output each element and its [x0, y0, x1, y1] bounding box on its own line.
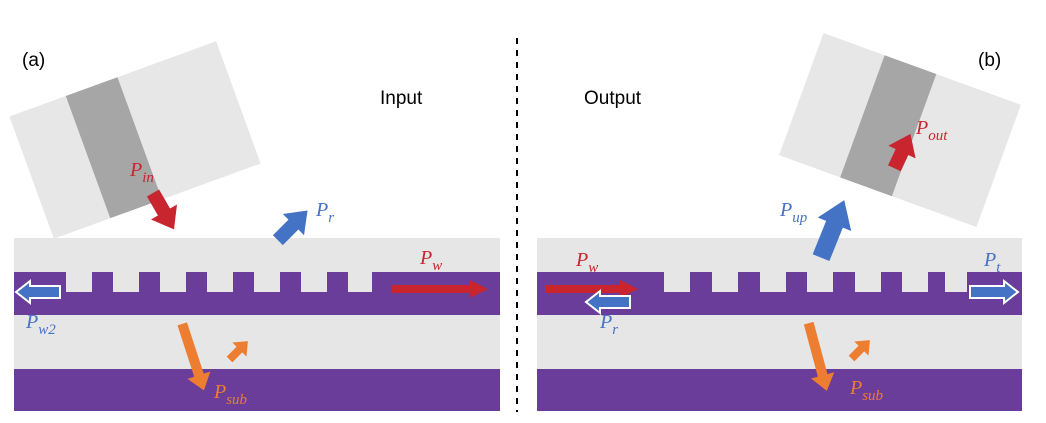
substrate-a — [14, 369, 500, 411]
fiber-core-a — [65, 77, 162, 219]
label-p-out: Pout — [915, 117, 948, 144]
panel-a-title: Input — [380, 88, 423, 109]
upper-cladding-a — [14, 238, 500, 274]
p-t-arrow — [969, 278, 1020, 306]
substrate-b — [537, 369, 1022, 411]
input-fiber — [9, 41, 261, 239]
p-out-arrow — [888, 133, 916, 172]
label-p-sub-b: Psub — [849, 377, 884, 404]
buried-oxide-b — [537, 315, 1022, 369]
label-p-t: Pt — [983, 249, 1001, 276]
label-p-w-b: Pw — [575, 249, 598, 276]
p-in-arrow — [146, 189, 177, 230]
panel-b-tag: (b) — [978, 50, 1001, 71]
waveguide-core-a — [14, 292, 500, 315]
upper-cladding-b — [537, 238, 1022, 274]
label-p-r-a: Pr — [315, 199, 334, 226]
p-sub-arrow-down-a — [177, 322, 211, 391]
p-sub-arrow-down-b — [803, 321, 835, 391]
p-w-arrow-b — [545, 280, 638, 298]
fiber-core-b — [840, 55, 937, 197]
panel-a — [9, 41, 500, 411]
p-sub-arrow-up-a — [226, 341, 248, 363]
panel-b — [537, 33, 1022, 411]
p-w-arrow-a — [392, 280, 488, 298]
label-p-sub-a: Psub — [213, 381, 248, 408]
label-p-w-a: Pw — [419, 247, 442, 274]
label-p-up: Pup — [779, 199, 808, 226]
output-fiber — [779, 33, 1021, 227]
panel-b-title: Output — [584, 88, 642, 109]
buried-oxide-a — [14, 315, 500, 369]
label-p-r-b: Pr — [599, 311, 618, 338]
p-r-arrow-b — [584, 288, 631, 316]
p-w2-arrow — [14, 278, 61, 306]
label-p-in: Pin — [129, 159, 154, 186]
grating-teeth-a — [14, 272, 500, 282]
label-p-w2: Pw2 — [25, 311, 56, 338]
panel-a-tag: (a) — [22, 50, 45, 71]
grating-grooves-b — [664, 270, 967, 292]
p-r-arrow-a — [272, 210, 308, 246]
p-sub-arrow-up-b — [848, 340, 870, 362]
p-up-arrow — [812, 200, 852, 262]
